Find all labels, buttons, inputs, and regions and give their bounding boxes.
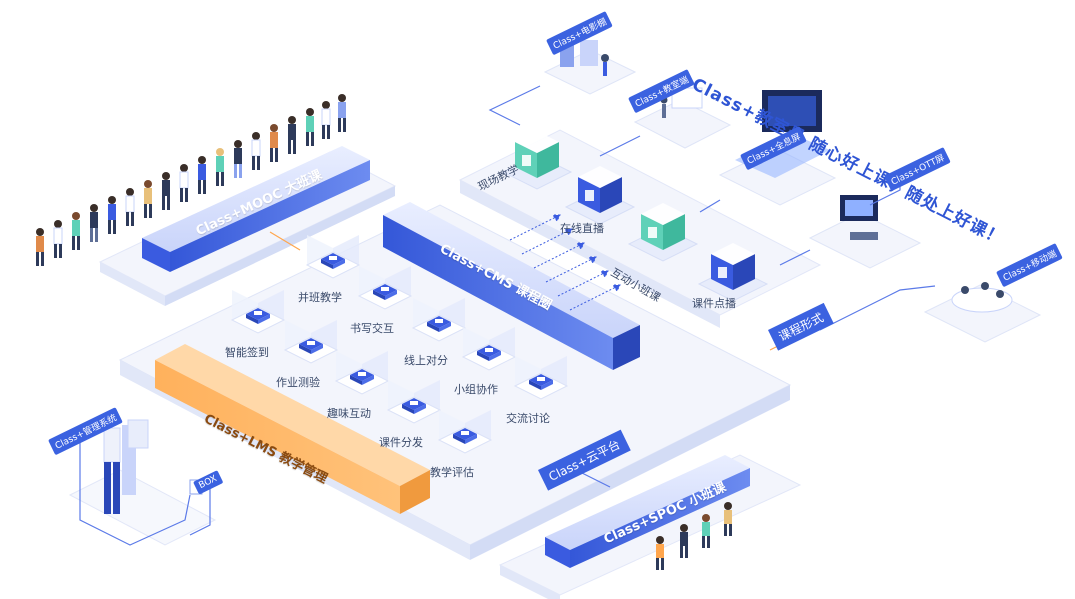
module-tile [283, 320, 339, 364]
module-label: 智能签到 [225, 346, 269, 359]
module-tile [334, 351, 390, 395]
module-label: 趣味互动 [327, 407, 371, 420]
spoc-group-people [656, 502, 732, 570]
lms-bar [155, 344, 430, 514]
mooc-bar [142, 146, 370, 272]
course-form-label: 在线直播 [560, 222, 604, 235]
module-tile [386, 380, 442, 424]
module-label: 交流讨论 [506, 412, 550, 425]
ott-scene [808, 195, 922, 269]
course-form-cube [501, 131, 573, 190]
module-label: 并班教学 [298, 291, 342, 304]
course-form-cube [627, 203, 699, 262]
module-label: 线上对分 [404, 354, 448, 367]
course-form-icon [648, 227, 657, 238]
course-form-label: 课件点播 [692, 297, 736, 310]
module-tile [513, 356, 569, 400]
course-form-cube [697, 243, 769, 302]
module-tile [411, 298, 467, 342]
spoc-bar [545, 455, 750, 568]
module-label: 小组协作 [454, 383, 498, 396]
module-tile [437, 410, 493, 454]
cms-bar [383, 202, 640, 370]
module-label: 课件分发 [379, 436, 423, 449]
course-form-cubes [501, 131, 769, 302]
module-tile [305, 235, 361, 279]
module-label: 书写交互 [350, 322, 394, 335]
module-tile [461, 327, 517, 371]
course-form-cube [564, 166, 636, 225]
course-form-icon [585, 190, 594, 201]
module-tiles [230, 235, 569, 454]
cms-arrows [509, 214, 621, 311]
module-tile [357, 266, 413, 310]
mobile-scene [923, 282, 1042, 343]
module-label: 作业测验 [276, 376, 320, 389]
course-form-icon [522, 155, 531, 166]
classroom-scene [633, 87, 732, 149]
studio-scene [543, 40, 637, 95]
mooc-crowd-people [36, 94, 346, 266]
course-form-icon [718, 267, 727, 278]
module-label: 教学评估 [430, 466, 474, 479]
module-tile [230, 290, 286, 334]
